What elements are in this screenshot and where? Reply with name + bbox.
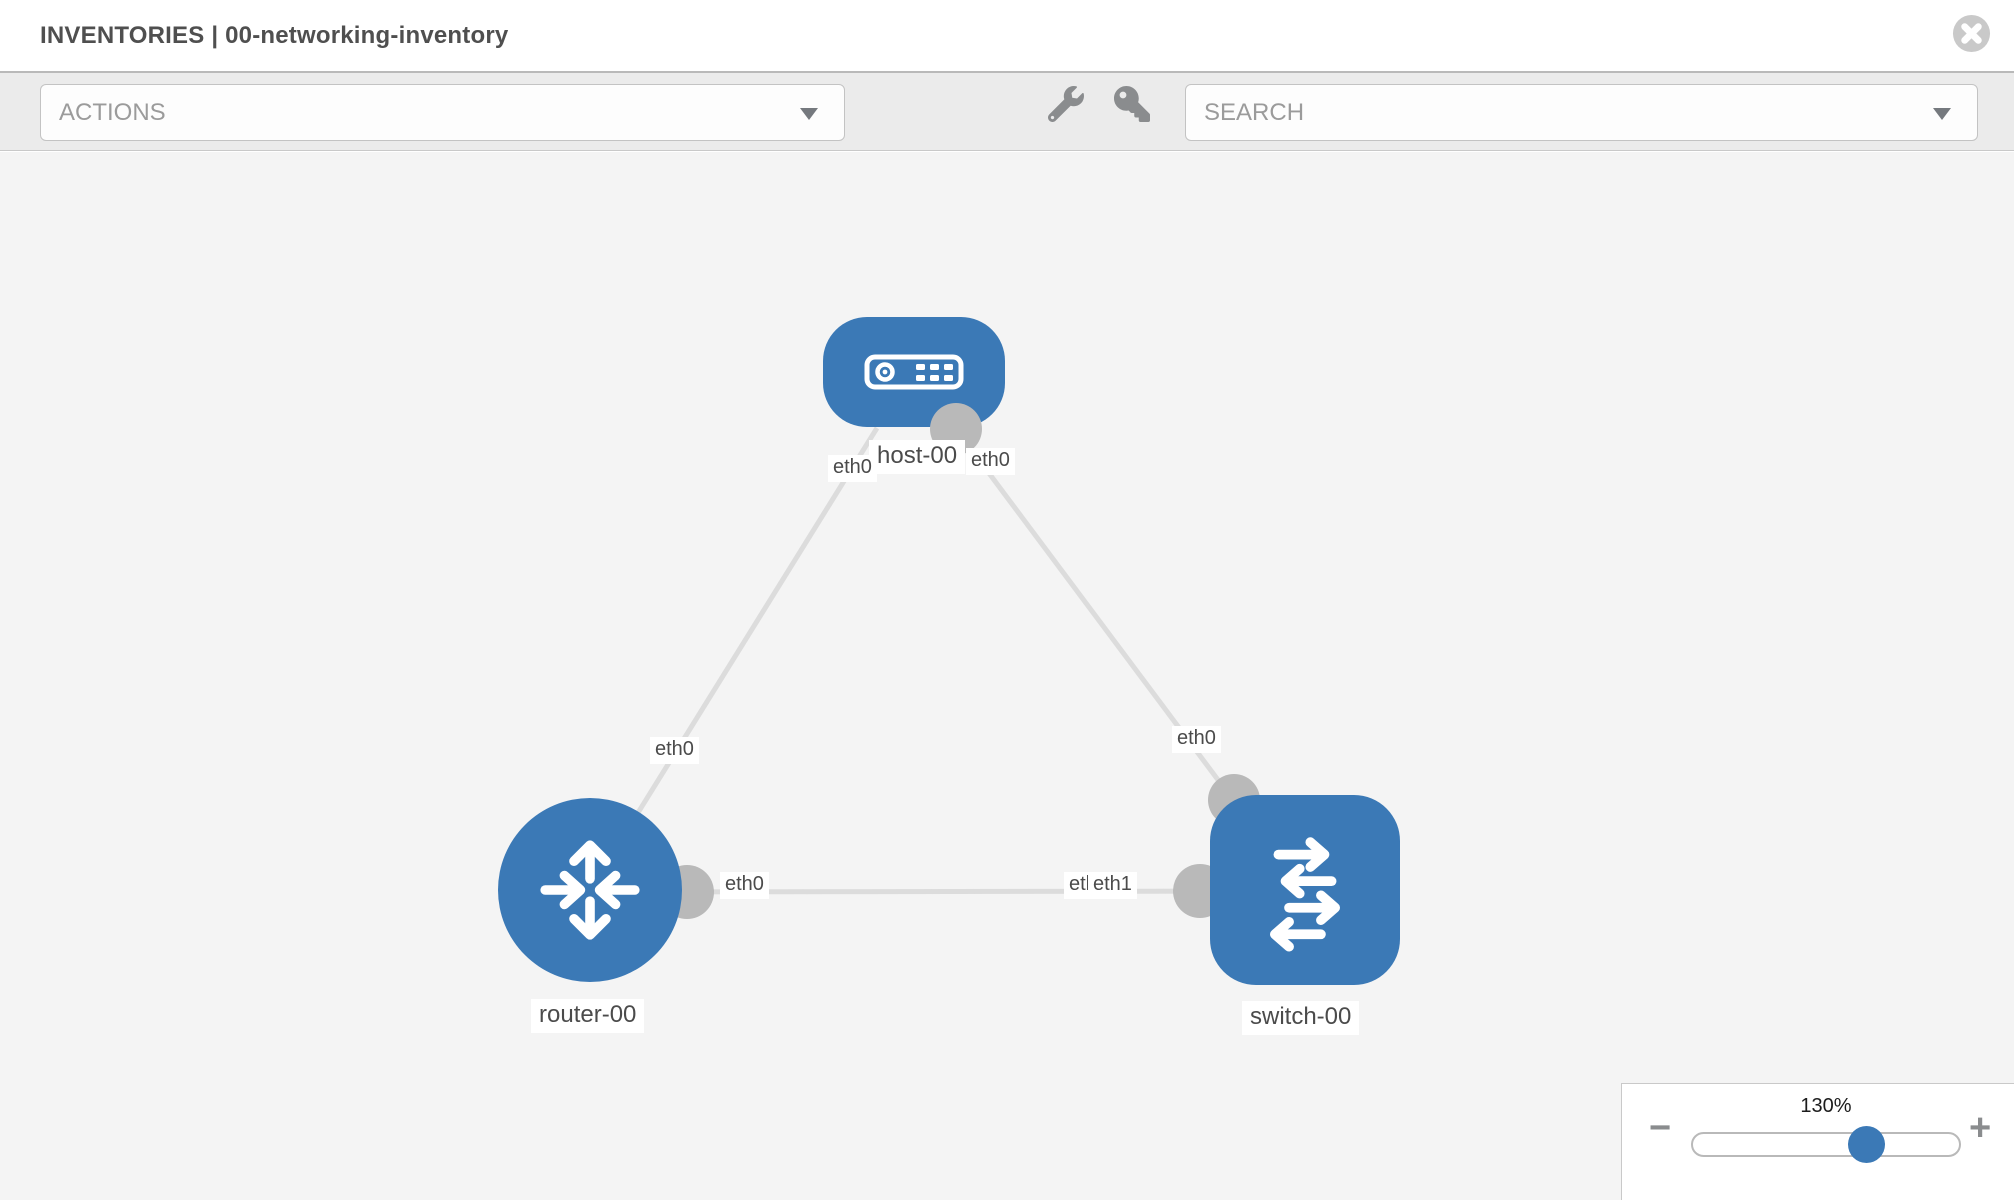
host-server-icon — [864, 354, 964, 390]
zoom-in-button[interactable]: + — [1969, 1107, 1992, 1149]
search-dropdown[interactable]: SEARCH — [1185, 84, 1978, 141]
zoom-slider-track[interactable] — [1691, 1126, 1961, 1163]
credentials-button[interactable] — [1114, 86, 1152, 124]
search-dropdown-label: SEARCH — [1204, 98, 1305, 126]
zoom-slider-thumb[interactable] — [1848, 1126, 1885, 1163]
iface-label-router-host-mid: eth0 — [650, 737, 699, 764]
actions-dropdown[interactable]: ACTIONS — [40, 84, 845, 141]
node-host-00[interactable] — [823, 317, 1005, 427]
node-label-router: router-00 — [531, 999, 645, 1033]
node-switch-00[interactable] — [1210, 795, 1400, 985]
iface-label-host-switch-mid: eth0 — [1172, 726, 1221, 753]
node-label-host: host-00 — [869, 440, 966, 474]
zoom-control-panel: 130% − + — [1621, 1083, 2014, 1200]
iface-label-router-right: eth0 — [720, 872, 769, 899]
close-button[interactable] — [1952, 14, 1991, 53]
zoom-out-button[interactable]: − — [1649, 1107, 1672, 1149]
actions-dropdown-label: ACTIONS — [59, 98, 166, 126]
switch-arrows-icon — [1270, 837, 1340, 952]
node-router-00[interactable] — [498, 798, 682, 982]
zoom-level-value: 130% — [1800, 1095, 1852, 1117]
iface-label-host-right: eth0 — [966, 448, 1015, 475]
iface-label-host-left: eth0 — [828, 455, 877, 482]
key-icon — [1114, 86, 1150, 122]
close-circle-icon — [1952, 14, 1991, 53]
configure-button[interactable] — [1047, 86, 1086, 124]
iface-label-switch-eth1: eth1 — [1088, 872, 1137, 899]
caret-down-icon — [1933, 107, 1951, 120]
topology-canvas[interactable] — [0, 152, 2014, 1200]
router-arrows-icon — [540, 840, 640, 940]
page-title: INVENTORIES | 00-networking-inventory — [40, 21, 509, 49]
wrench-icon — [1047, 86, 1084, 123]
node-label-switch: switch-00 — [1242, 1001, 1360, 1035]
header-bar: INVENTORIES | 00-networking-inventory — [0, 0, 2014, 71]
caret-down-icon — [800, 107, 818, 120]
